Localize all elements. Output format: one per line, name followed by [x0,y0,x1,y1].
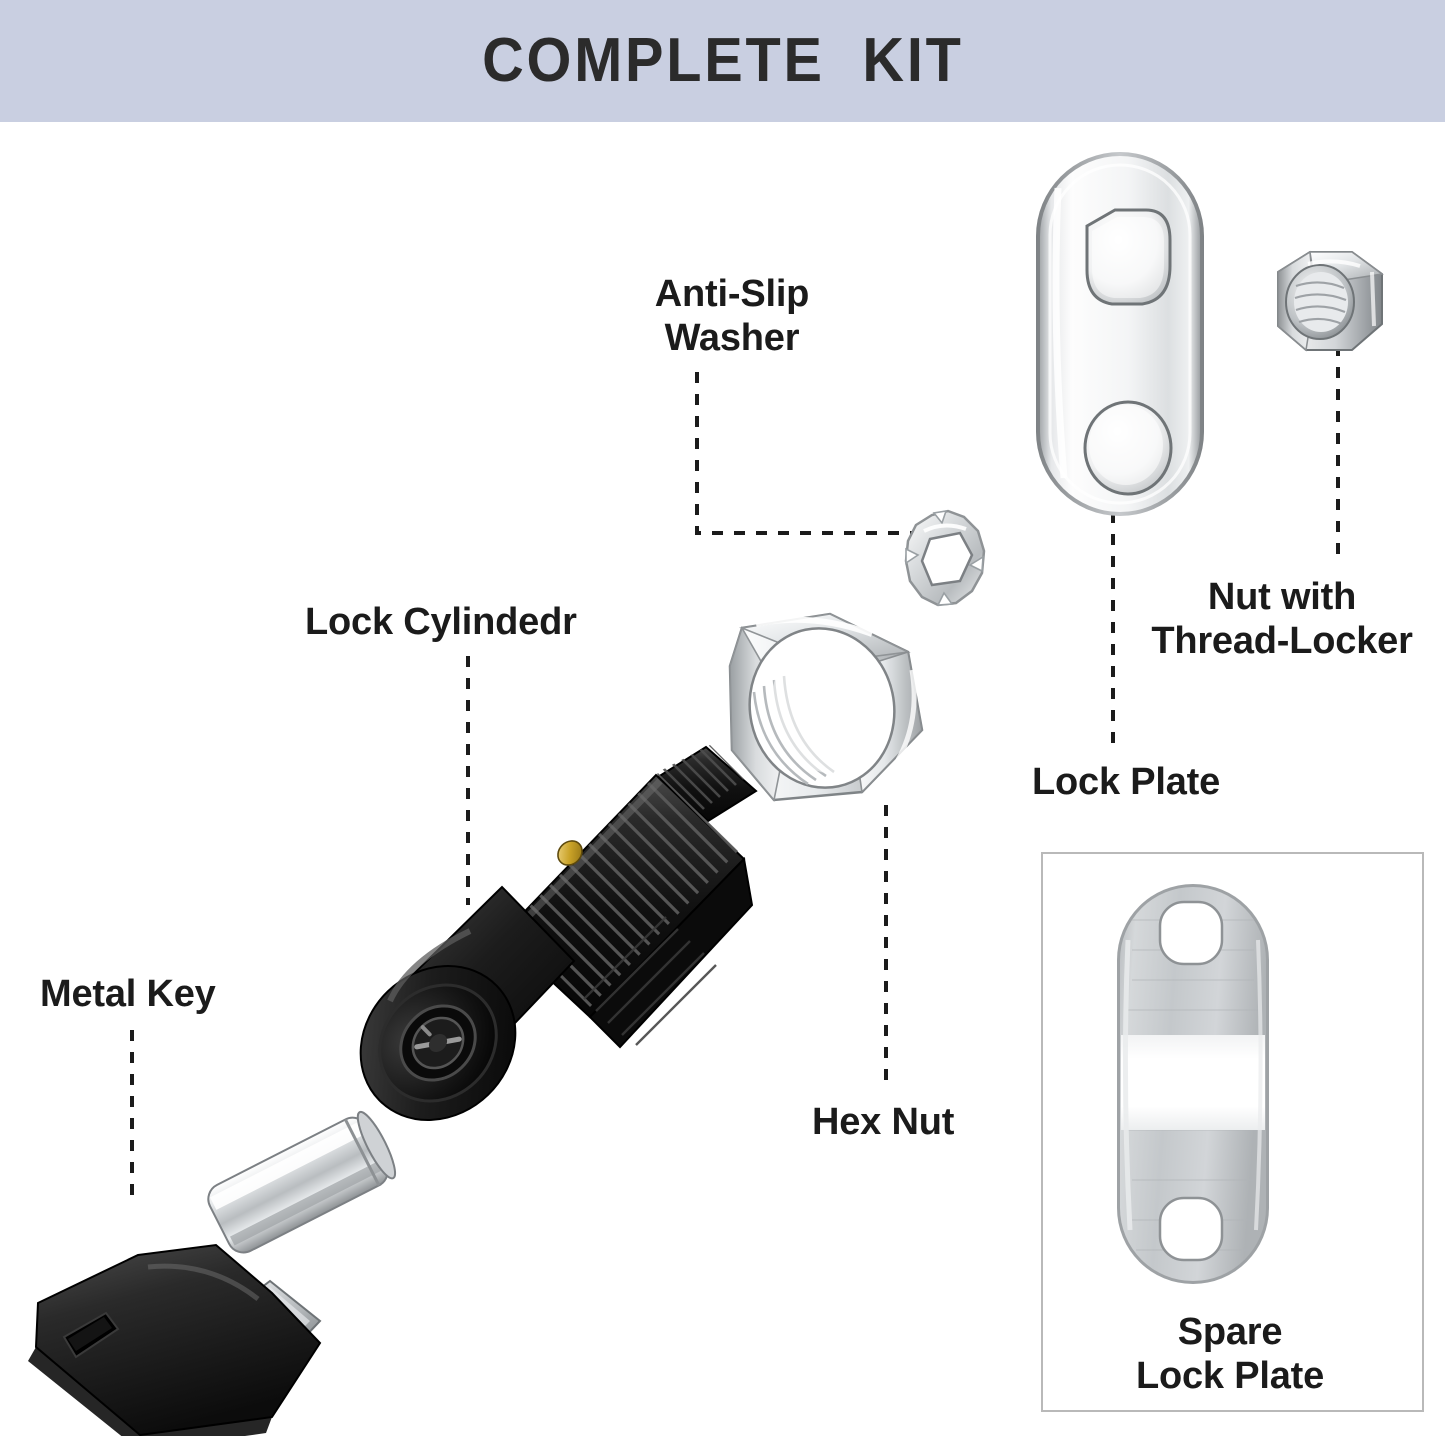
label-nut-with-thread-locker: Nut with Thread-Locker [1151,576,1413,663]
part-lock-cylinder [359,745,758,1121]
lock-cylinder-head [359,885,576,1121]
label-anti-slip-washer: Anti-Slip Washer [654,273,810,360]
page-title: COMPLETE KIT [481,26,964,95]
label-spare-lock-plate: Spare Lock Plate [1135,1311,1325,1398]
label-hex-nut: Hex Nut [812,1101,955,1143]
part-metal-key [28,1110,397,1436]
lock-plate-bottom-hole [1083,400,1173,496]
part-hex-nut [728,612,924,802]
leader-line-anti-slip-washer [695,372,920,535]
part-nut-with-thread-locker [1277,250,1384,352]
part-lock-plate [1036,152,1204,516]
label-lock-plate: Lock Plate [1032,761,1221,803]
key-barrel [207,1110,397,1254]
part-anti-slip-washer [904,509,986,607]
lock-plate-top-hole [1085,208,1172,306]
label-metal-key: Metal Key [40,973,216,1015]
label-lock-cylinder: Lock Cylindedr [305,601,577,643]
header-banner: COMPLETE KIT [0,0,1445,122]
brass-pins [495,840,583,928]
